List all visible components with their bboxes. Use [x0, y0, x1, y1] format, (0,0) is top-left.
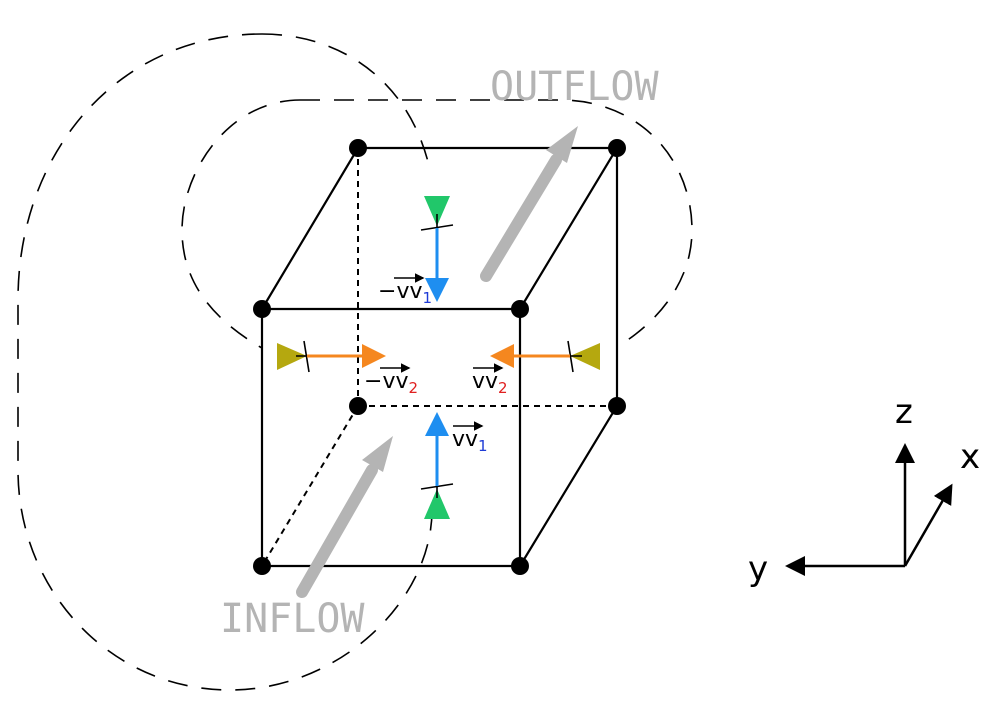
vertex	[349, 139, 367, 157]
vertex	[511, 300, 529, 318]
svg-text:vv1: vv1	[452, 427, 488, 455]
vector-label-bottom: vv1	[452, 421, 488, 455]
vector-sign: −	[364, 369, 382, 394]
axes	[785, 443, 953, 576]
outer-dashed-loop-top	[261, 33, 431, 171]
markers	[277, 196, 600, 519]
vector-symbol: vv	[382, 369, 408, 394]
vector-label-right: vv2	[472, 363, 508, 397]
svg-text:−vv1: −vv1	[378, 279, 432, 307]
y-axis-label: y	[748, 549, 768, 589]
x-axis-label: x	[960, 437, 980, 477]
inner-dashed-circle-left	[181, 99, 301, 349]
hidden-edge-diagonal	[261, 405, 359, 567]
vector-label-top: −vv1	[378, 273, 432, 307]
cube-vertices	[253, 139, 626, 575]
vertex	[511, 557, 529, 575]
cube-hidden-edges	[261, 148, 617, 567]
vector-index: 1	[478, 437, 488, 455]
flow-arrows	[296, 126, 578, 598]
inflow-arrow-shaft	[296, 464, 378, 598]
outflow-arrow-head	[546, 126, 578, 163]
left-olive-marker	[277, 343, 307, 370]
vector-label-left: −vv2	[364, 363, 418, 397]
vector-symbol: vv	[452, 427, 478, 452]
inner-dashed-circle	[300, 99, 693, 346]
vector-index: 2	[408, 379, 418, 397]
cube-top-face	[261, 146, 619, 310]
vector-index: 1	[422, 289, 432, 307]
vector-index: 2	[498, 379, 508, 397]
svg-text:−vv2: −vv2	[364, 369, 418, 397]
right-olive-marker	[570, 343, 600, 370]
vertex	[253, 300, 271, 318]
vector-sign: −	[378, 279, 396, 304]
inflow-label: INFLOW	[220, 596, 365, 642]
velocity-arrows	[307, 228, 570, 486]
vertex	[608, 397, 626, 415]
bottom-green-marker	[424, 489, 450, 519]
vertex	[349, 397, 367, 415]
inflow-arrow-head	[362, 436, 393, 472]
z-axis-label: z	[895, 392, 913, 432]
vertex	[608, 139, 626, 157]
vector-symbol: vv	[472, 369, 498, 394]
dashed-circles	[17, 33, 693, 691]
svg-text:vv2: vv2	[472, 369, 508, 397]
x-axis-arrow	[903, 483, 953, 567]
outer-dashed-loop	[17, 33, 433, 691]
outflow-arrow-shaft	[480, 154, 562, 282]
outflow-label: OUTFLOW	[490, 64, 659, 110]
top-green-marker	[424, 196, 450, 226]
vertex	[253, 557, 271, 575]
vector-symbol: vv	[396, 279, 422, 304]
